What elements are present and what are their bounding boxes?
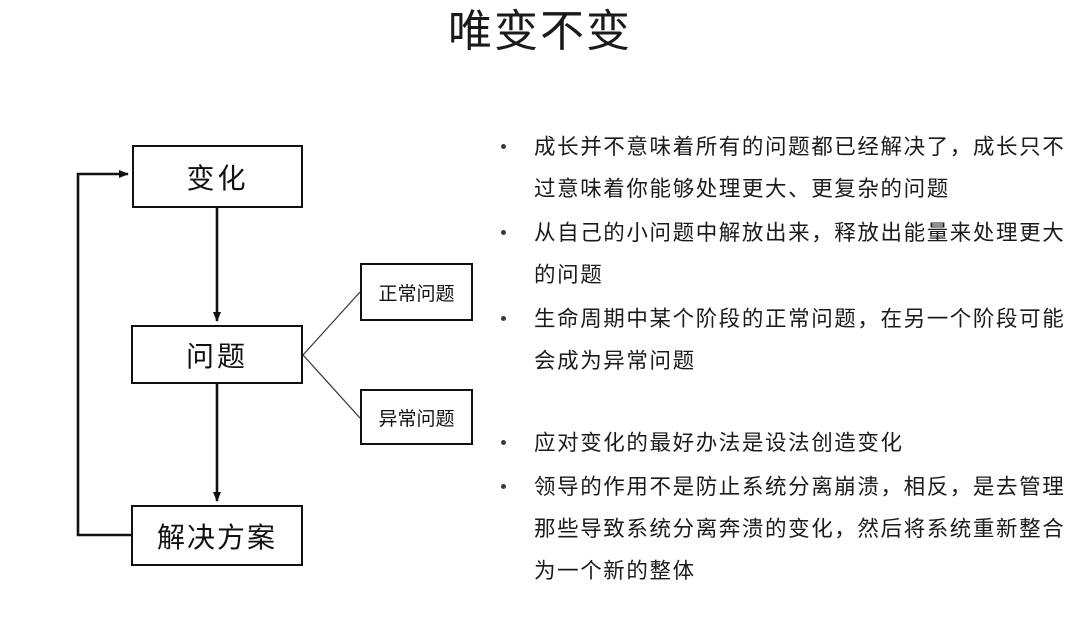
diagram-node-problem-label: 问题 — [185, 340, 248, 372]
bullet-dot-icon — [501, 484, 506, 489]
connector-problem-to-normal-problem — [302, 291, 361, 356]
bullet-dot-icon — [501, 230, 506, 235]
connector-problem-to-abnormal-problem — [302, 354, 361, 419]
diagram-node-normal-problem[interactable]: 正常问题 — [360, 263, 473, 321]
diagram-node-change-label: 变化 — [186, 162, 249, 194]
diagram-node-solution[interactable]: 解决方案 — [131, 505, 303, 566]
diagram-node-solution-label: 解决方案 — [156, 521, 277, 553]
diagram-node-problem[interactable]: 问题 — [131, 325, 303, 384]
list-item: 生命周期中某个阶段的正常问题，在另一个阶段可能会成为异常问题 — [492, 298, 1072, 382]
list-item: 从自己的小问题中解放出来，释放出能量来处理更大的问题 — [492, 212, 1072, 296]
diagram-node-abnormal-problem[interactable]: 异常问题 — [360, 389, 473, 445]
bullet-dot-icon — [501, 316, 506, 321]
bullet-dot-icon — [501, 440, 506, 445]
flow-diagram: 变化 问题 解决方案 正常问题 异常问题 — [0, 0, 500, 633]
list-item-text: 领导的作用不是防止系统分离崩溃，相反，是去管理那些导致系统分离奔溃的变化，然后将… — [534, 475, 1066, 583]
list-item: 成长并不意味着所有的问题都已经解决了，成长只不过意味着你能够处理更大、更复杂的问… — [492, 126, 1072, 210]
list-item: 领导的作用不是防止系统分离崩溃，相反，是去管理那些导致系统分离奔溃的变化，然后将… — [492, 466, 1072, 592]
diagram-node-abnormal-problem-label: 异常问题 — [378, 408, 455, 430]
connector-solution-to-change-feedback — [76, 170, 131, 537]
list-item-text: 从自己的小问题中解放出来，释放出能量来处理更大的问题 — [534, 221, 1066, 287]
list-item-text: 生命周期中某个阶段的正常问题，在另一个阶段可能会成为异常问题 — [534, 307, 1066, 373]
bullet-list: 成长并不意味着所有的问题都已经解决了，成长只不过意味着你能够处理更大、更复杂的问… — [492, 126, 1072, 594]
list-item: 应对变化的最好办法是设法创造变化 — [492, 422, 1072, 464]
diagram-node-change[interactable]: 变化 — [132, 145, 303, 208]
diagram-connectors — [76, 170, 361, 537]
list-item-text: 成长并不意味着所有的问题都已经解决了，成长只不过意味着你能够处理更大、更复杂的问… — [534, 135, 1066, 201]
page-title: 唯变不变 — [448, 7, 632, 56]
diagram-node-normal-problem-label: 正常问题 — [378, 283, 455, 305]
bullet-dot-icon — [501, 144, 506, 149]
list-item-text: 应对变化的最好办法是设法创造变化 — [534, 431, 904, 455]
